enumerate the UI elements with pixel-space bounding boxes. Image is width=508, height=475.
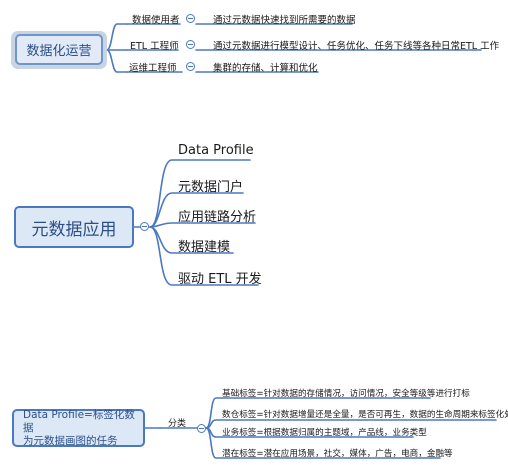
collapse-toggle-icon[interactable] [140, 222, 149, 231]
collapse-toggle-icon[interactable] [186, 62, 195, 71]
root-node-data-profile[interactable]: Data Profile=标签化数据 为元数据画图的任务 [12, 409, 145, 447]
root-node-line1: Data Profile=标签化数据 [23, 408, 135, 434]
branch-category[interactable]: 分类 [168, 419, 187, 429]
desc-etl-engineer[interactable]: 通过元数据进行模型设计、任务优化、任务下线等各种日常ETL 工作 [213, 41, 500, 52]
root-node-text: Data Profile=标签化数据 为元数据画图的任务 [23, 409, 143, 448]
root-node-metadata-application[interactable]: 元数据应用 [14, 206, 134, 248]
role-etl-engineer[interactable]: ETL 工程师 [130, 41, 179, 52]
topic-lineage-analysis[interactable]: 应用链路分析 [178, 210, 257, 225]
tag-warehouse[interactable]: 数仓标签=针对数据增量还是全量，是否可再生，数据的生命周期来标签化处理 [222, 410, 508, 420]
desc-ops-engineer[interactable]: 集群的存储、计算和优化 [213, 63, 318, 74]
role-data-user[interactable]: 数据使用者 [132, 15, 180, 26]
desc-data-user[interactable]: 通过元数据快速找到所需要的数据 [213, 15, 356, 26]
tag-business[interactable]: 业务标签=根据数据归属的主题域，产品线，业务类型 [222, 428, 427, 438]
collapse-toggle-icon[interactable] [197, 424, 206, 433]
role-ops-engineer[interactable]: 运维工程师 [129, 63, 177, 74]
root-node-label: 元数据应用 [31, 219, 117, 240]
topic-metadata-portal[interactable]: 元数据门户 [178, 180, 244, 195]
collapse-toggle-icon[interactable] [186, 14, 195, 23]
tag-basic[interactable]: 基础标签=针对数据的存储情况，访问情况，安全等级等进行打标 [222, 389, 470, 399]
root-node-data-operation[interactable]: 数据化运营 [15, 34, 103, 65]
topic-data-profile[interactable]: Data Profile [178, 143, 254, 158]
topic-data-modeling[interactable]: 数据建模 [178, 240, 231, 255]
root-node-line2: 为元数据画图的任务 [23, 434, 118, 447]
topic-driven-etl[interactable]: 驱动 ETL 开发 [178, 272, 262, 287]
root-node-label: 数据化运营 [26, 44, 92, 59]
collapse-toggle-icon[interactable] [186, 40, 195, 49]
tag-potential[interactable]: 潜在标签=潜在应用场景，社交，媒体，广告，电商，金融等 [222, 449, 453, 459]
